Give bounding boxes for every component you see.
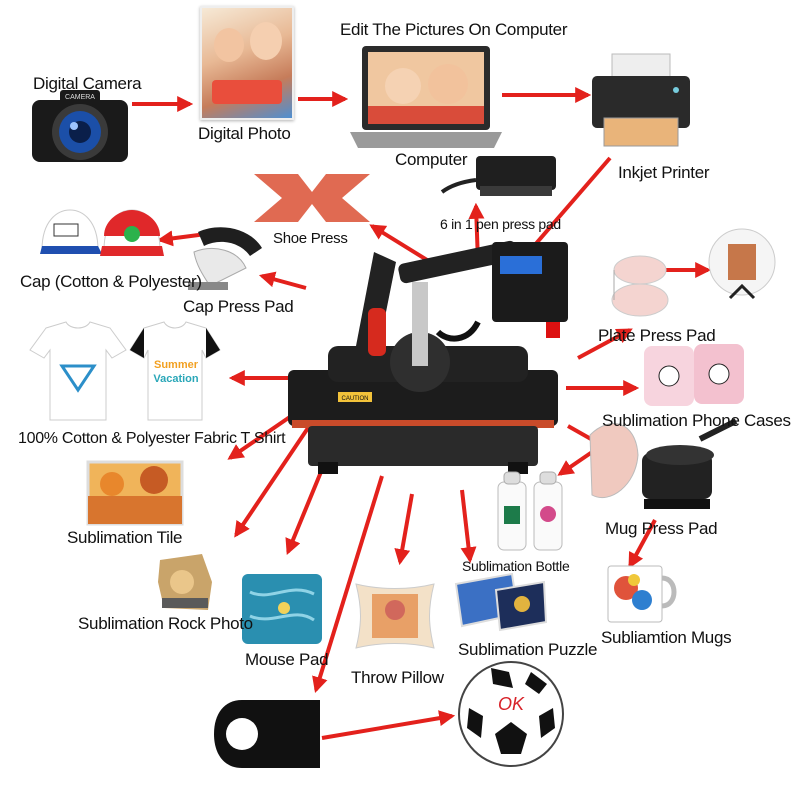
shoe-press-image [254, 174, 370, 222]
ball-text: OK [498, 694, 525, 714]
label-bottle: Sublimation Bottle [462, 558, 570, 574]
arrow-mug-pad-to-mugs [628, 519, 657, 569]
plate-press-pad-image [611, 255, 669, 317]
machine-warning-text: CAUTION [342, 396, 369, 402]
label-computer: Computer [395, 150, 468, 169]
label-puzzle: Sublimation Puzzle [458, 640, 598, 659]
label-tile: Sublimation Tile [67, 528, 183, 547]
label-rock-photo: Sublimation Rock Photo [78, 614, 253, 633]
printer-icon [592, 53, 690, 147]
label-tshirt: 100% Cotton & Polyester Fabric T Shirt [18, 430, 286, 447]
digital-photo-image [200, 6, 294, 120]
label-edit-pictures: Edit The Pictures On Computer [340, 20, 568, 39]
tshirts-image: Summer Vacation [29, 321, 221, 421]
tshirt-text-summer: Summer [154, 359, 199, 371]
label-pen-press-pad: 6 in 1 pen press pad [440, 216, 561, 232]
cap-press-pad-image [188, 227, 262, 290]
bottles-image [497, 471, 563, 551]
laptop-icon [350, 46, 502, 148]
label-shoe-press: Shoe Press [273, 230, 348, 247]
photo-plate-image [708, 228, 776, 300]
tile-image [86, 460, 184, 526]
label-throw-pillow: Throw Pillow [351, 668, 444, 687]
puzzle-image [454, 572, 548, 632]
mouse-pad-image [242, 574, 322, 644]
label-cap: Cap (Cotton & Polyester) [20, 272, 202, 291]
soccer-ball-image: OK [458, 661, 564, 767]
label-mouse-pad: Mouse Pad [245, 650, 329, 669]
label-cap-press-pad: Cap Press Pad [183, 297, 294, 316]
throw-pillow-image [355, 583, 435, 649]
label-mugs: Subliamtion Mugs [601, 628, 732, 647]
camera-icon: CAMERA [32, 90, 128, 162]
phone-cases-image [644, 344, 744, 406]
arrow-machine-to-cap-pad [258, 271, 307, 290]
caps-image [40, 209, 164, 256]
arrow-machine-to-rock-photo [234, 420, 314, 538]
arrow-machine-to-puzzle [460, 489, 477, 564]
arrow-machine-to-ball-pad [312, 475, 384, 694]
camera-brand-text: CAMERA [65, 94, 95, 101]
label-phone-cases: Sublimation Phone Cases [602, 411, 791, 430]
label-digital-photo: Digital Photo [198, 124, 291, 143]
ball-press-pad-image [214, 700, 320, 768]
rock-photo-image [158, 554, 212, 610]
mug-image [607, 565, 677, 623]
heat-press-machine: CAUTION [288, 240, 568, 474]
label-plate-press-pad: Plate Press Pad [598, 326, 716, 345]
pen-press-pad-image [440, 156, 556, 196]
arrow-ball-pad-to-ball [321, 710, 456, 740]
tshirt-text-vacation: Vacation [153, 373, 199, 385]
arrow-machine-to-pillow [394, 493, 414, 566]
label-inkjet-printer: Inkjet Printer [618, 163, 710, 182]
label-digital-camera: Digital Camera [33, 74, 142, 93]
label-mug-press-pad: Mug Press Pad [605, 519, 718, 538]
arrow-machine-to-plate-pad [577, 328, 633, 360]
